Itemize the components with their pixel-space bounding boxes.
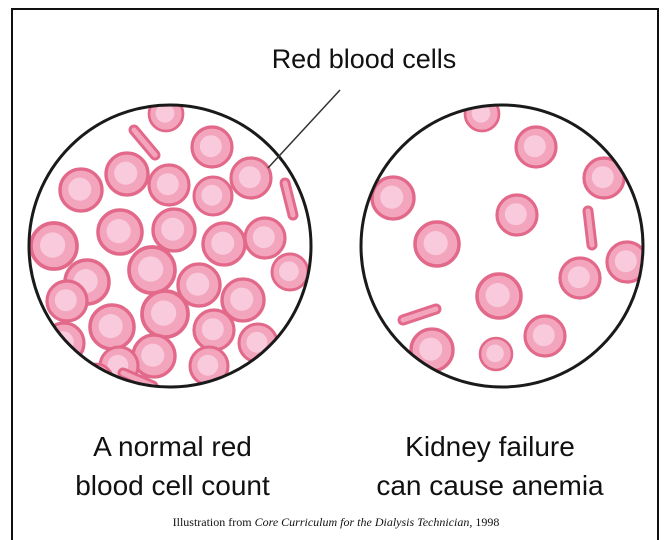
credit-book-title: Core Curriculum for the Dialysis Technic… xyxy=(255,515,473,529)
red-blood-cell xyxy=(142,291,188,337)
red-blood-cell xyxy=(60,169,102,211)
red-blood-cell xyxy=(192,127,232,167)
red-blood-cell-side-view xyxy=(403,309,436,320)
red-blood-cell xyxy=(44,323,84,363)
credit-prefix: Illustration from xyxy=(173,515,255,529)
red-blood-cell xyxy=(245,218,285,258)
callout-leader-line xyxy=(268,90,340,168)
red-blood-cell xyxy=(525,316,565,356)
red-blood-cell xyxy=(190,347,228,385)
red-blood-cell xyxy=(477,274,521,318)
red-blood-cell xyxy=(372,177,414,219)
red-blood-cell xyxy=(497,195,537,235)
normal-count-caption: A normal red blood cell count xyxy=(30,427,315,505)
red-blood-cell xyxy=(98,210,142,254)
red-blood-cells-label: Red blood cells xyxy=(214,44,514,75)
red-blood-cell xyxy=(47,281,87,321)
red-blood-cell-side-view xyxy=(134,130,155,155)
red-blood-cell xyxy=(415,222,459,266)
red-blood-cell xyxy=(194,177,232,215)
red-blood-cell xyxy=(90,305,134,349)
red-blood-cell xyxy=(203,223,245,265)
red-blood-cell xyxy=(79,364,113,398)
normal-caption-line-1: A normal red xyxy=(30,427,315,466)
red-blood-cell xyxy=(272,254,308,290)
red-blood-cell xyxy=(106,153,148,195)
red-blood-cell xyxy=(31,223,77,269)
red-blood-cell xyxy=(516,127,556,167)
red-blood-cell xyxy=(129,247,175,293)
red-blood-cell xyxy=(480,338,512,370)
red-blood-cell-side-view xyxy=(285,183,293,215)
normal-caption-line-2: blood cell count xyxy=(30,466,315,505)
anemia-caption-line-2: can cause anemia xyxy=(340,466,640,505)
red-blood-cell xyxy=(411,329,453,371)
red-blood-cell xyxy=(194,310,234,350)
illustration-credit: Illustration from Core Curriculum for th… xyxy=(100,515,572,530)
anemia-caption-line-1: Kidney failure xyxy=(340,427,640,466)
red-blood-cell-side-view xyxy=(588,211,592,245)
red-blood-cell xyxy=(560,258,600,298)
red-blood-cell xyxy=(465,97,499,131)
red-blood-cell xyxy=(149,97,183,131)
red-blood-cell xyxy=(133,335,175,377)
red-blood-cell xyxy=(231,158,271,198)
red-blood-cell xyxy=(149,165,189,205)
credit-year: 1998 xyxy=(472,515,499,529)
red-blood-cell xyxy=(153,209,195,251)
anemia-caption: Kidney failure can cause anemia xyxy=(340,427,640,505)
